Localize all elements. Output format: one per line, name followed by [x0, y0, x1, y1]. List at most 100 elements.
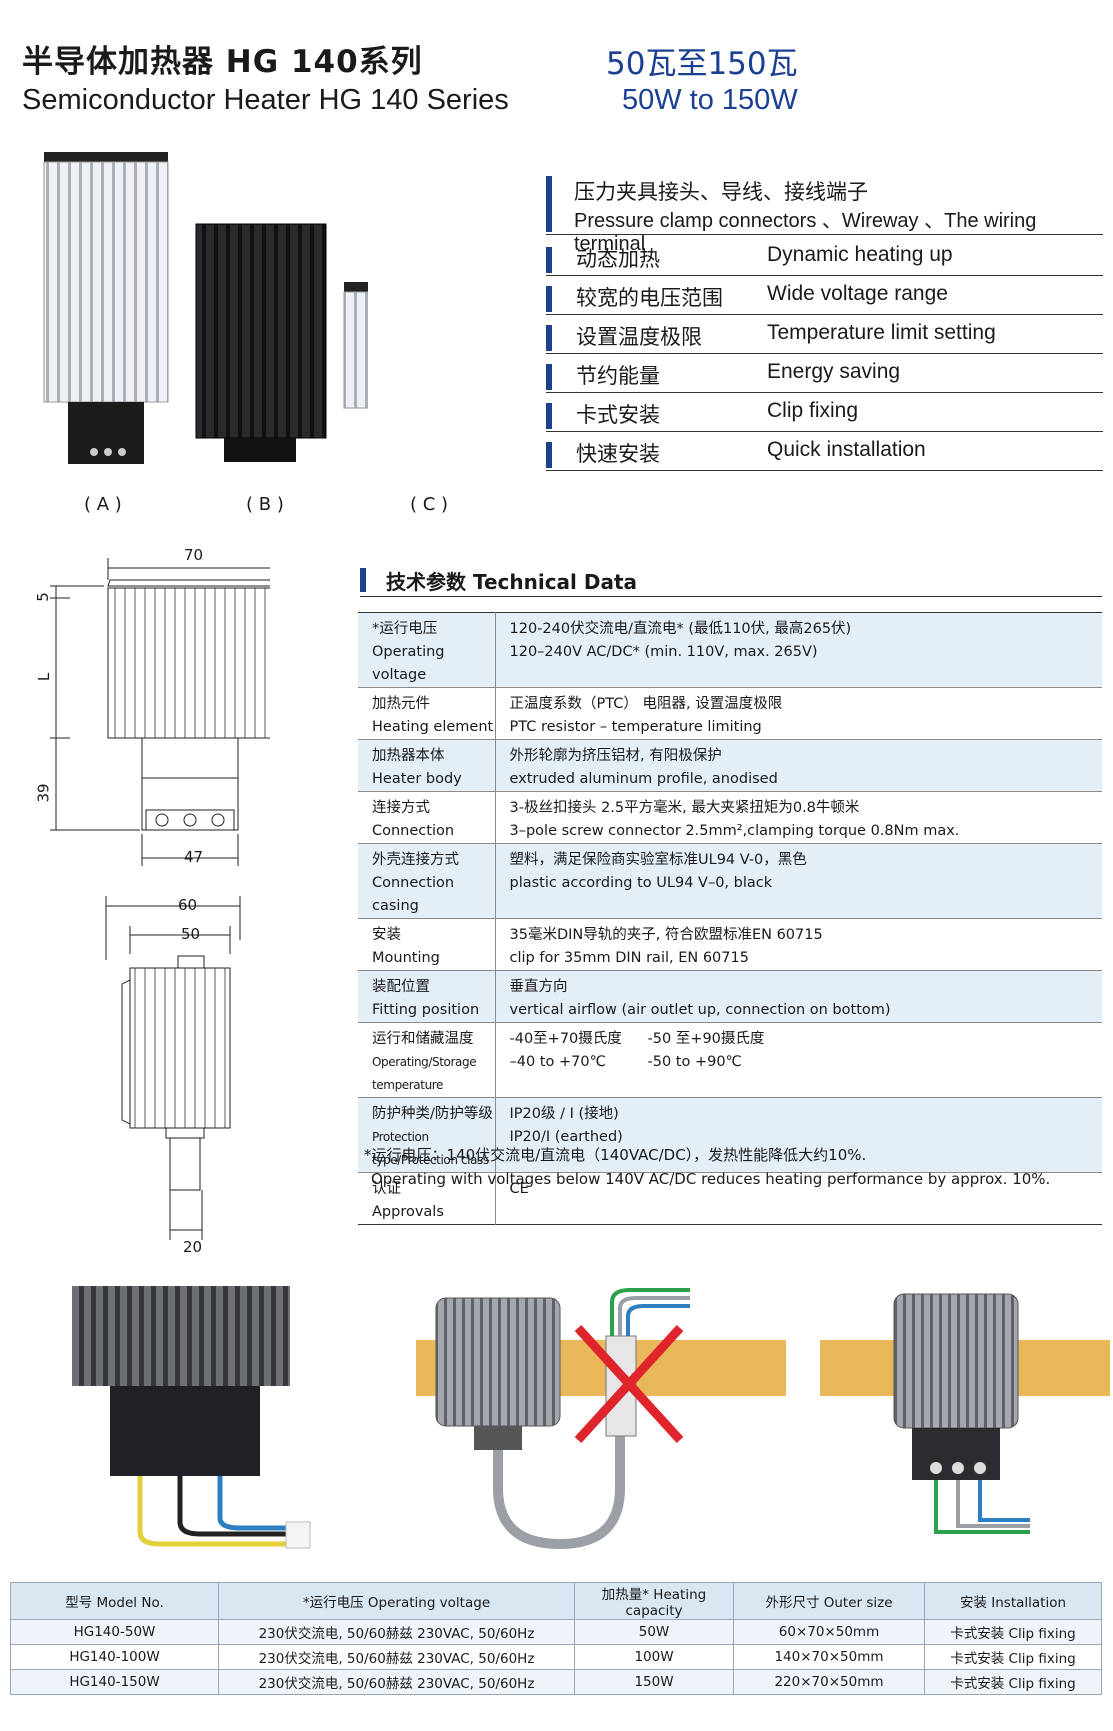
spec-value-cn: 正温度系数（PTC） 电阻器, 设置温度极限: [509, 696, 783, 712]
feature-bar-2: [546, 286, 552, 312]
feature-item: 卡式安装 Clip fixing: [546, 397, 1103, 432]
spec-value-en: plastic according to UL94 V–0, black: [509, 875, 773, 891]
product-label-b: ( B ): [246, 494, 284, 515]
spec-key-en: Heating element: [372, 719, 494, 735]
product-label-c: ( C ): [410, 494, 449, 515]
spec-key-en: Operating voltage: [372, 644, 445, 683]
feature-cn: 较宽的电压范围: [576, 286, 723, 310]
cell-model: HG140-50W: [10, 1619, 219, 1645]
table-row: HG140-100W 230伏交流电, 50/60赫兹 230VAC, 50/6…: [10, 1644, 1102, 1670]
cell-capacity: 150W: [574, 1669, 734, 1695]
spec-key-cn: 外壳连接方式: [372, 852, 459, 868]
model-table: 型号 Model No. *运行电压 Operating voltage 加热量…: [10, 1582, 1102, 1695]
spec-value-cn: -40至+70摄氏度: [509, 1031, 622, 1047]
closeup-connector: [110, 1386, 260, 1476]
table-header-row: 型号 Model No. *运行电压 Operating voltage 加热量…: [10, 1582, 1102, 1620]
cell-capacity: 50W: [574, 1619, 734, 1645]
spec-key-en: Heater body: [372, 771, 462, 787]
cell-size: 220×70×50mm: [733, 1669, 925, 1695]
header-installation: 安装 Installation: [924, 1582, 1102, 1620]
cell-size: 60×70×50mm: [733, 1619, 925, 1645]
spec-value-cn: 垂直方向: [509, 979, 568, 995]
spec-key-en: Protection type/Protection class: [372, 1130, 489, 1167]
cell-size: 140×70×50mm: [733, 1644, 925, 1670]
spec-key-cn: 认证: [372, 1181, 401, 1197]
feature-bar-6: [546, 442, 552, 468]
cell-model: HG140-150W: [10, 1669, 219, 1695]
feature-en: Temperature limit setting: [767, 321, 996, 344]
spec-value-cn: 120-240伏交流电/直流电* (最低110伏, 最高265伏): [509, 621, 852, 637]
dim-side-outer: 60: [178, 896, 198, 914]
page-title-en: Semiconductor Heater HG 140 Series: [22, 84, 509, 116]
header-size: 外形尺寸 Outer size: [733, 1582, 925, 1620]
spec-value-en: extruded aluminum profile, anodised: [509, 771, 778, 787]
tech-data-header: 技术参数 Technical Data: [360, 566, 1102, 597]
spec-value-cn: 35毫米DIN导轨的夹子, 符合欧盟标准EN 60715: [509, 927, 823, 943]
spec-key-cn: 安装: [372, 927, 401, 943]
dim-top: 5: [33, 592, 52, 602]
dim-connector: 47: [184, 848, 204, 866]
feature-cn: 设置温度极限: [576, 325, 702, 349]
spec-value-en: 120–240V AC/DC* (min. 110V, max. 265V): [509, 644, 818, 660]
spec-key-en: Mounting: [372, 950, 440, 966]
spec-key-cn: 加热器本体: [372, 748, 445, 764]
spec-value-cn: 3-极丝扣接头 2.5平方毫米, 最大夹紧扭矩为0.8牛顿米: [509, 800, 860, 816]
table-row: 防护种类/防护等级 Protection type/Protection clas…: [358, 1097, 1102, 1173]
feature-item: 压力夹具接头、导线、接线端子 Pressure clamp connectors…: [546, 172, 1103, 255]
table-row: *运行电压 Operating voltage 120-240伏交流电/直流电* …: [358, 612, 1102, 688]
spec-value-en: –40 to +70℃: [509, 1054, 606, 1070]
cell-voltage: 230伏交流电, 50/60赫兹 230VAC, 50/60Hz: [218, 1669, 575, 1695]
spec-key-en: Fitting position: [372, 1002, 480, 1018]
feature-bar-4: [546, 364, 552, 390]
feature-cn: 动态加热: [576, 247, 660, 271]
spec-value-en: clip for 35mm DIN rail, EN 60715: [509, 950, 749, 966]
cell-installation: 卡式安装 Clip fixing: [924, 1669, 1102, 1695]
feature-bar-3: [546, 325, 552, 351]
feature-cn: 卡式安装: [576, 403, 660, 427]
spec-value-en: PTC resistor – temperature limiting: [509, 719, 762, 735]
feature-cn: 快速安装: [576, 442, 660, 466]
closeup-heatsink: [72, 1286, 290, 1386]
voltage-note-cn: *运行电压：140伏交流电/直流电（140VAC/DC），发热性能降低大约10%…: [364, 1146, 867, 1164]
tech-data-table: *运行电压 Operating voltage 120-240伏交流电/直流电* …: [358, 612, 1102, 1225]
cell-installation: 卡式安装 Clip fixing: [924, 1619, 1102, 1645]
spec-key-cn: 防护种类/防护等级: [372, 1106, 493, 1122]
feature-en: Clip fixing: [767, 399, 859, 422]
spec-value-cn: CE: [509, 1181, 529, 1197]
spec-key-en: Approvals: [372, 1204, 444, 1220]
header-model: 型号 Model No.: [10, 1582, 219, 1620]
table-row: HG140-150W 230伏交流电, 50/60赫兹 230VAC, 50/6…: [10, 1669, 1102, 1695]
heater-wrong: [435, 1297, 561, 1427]
feature-cn: 压力夹具接头、导线、接线端子: [574, 180, 868, 204]
feature-item: 动态加热 Dynamic heating up: [546, 241, 1103, 276]
spec-value-en: -50 to +90℃: [647, 1054, 742, 1070]
header-capacity: 加热量* Heating capacity: [574, 1582, 734, 1620]
feature-bar-0: [546, 176, 552, 232]
dim-side-inner: 50: [181, 925, 201, 943]
header-voltage: *运行电压 Operating voltage: [218, 1582, 575, 1620]
feature-item: 快速安装 Quick installation: [546, 436, 1103, 471]
spec-key-cn: *运行电压: [372, 621, 438, 637]
cell-voltage: 230伏交流电, 50/60赫兹 230VAC, 50/60Hz: [218, 1619, 575, 1645]
dimension-drawings: [50, 558, 270, 1240]
product-photos: [43, 152, 368, 464]
feature-en: Quick installation: [767, 438, 926, 461]
heater-c-body: [343, 291, 368, 409]
drawing-side-body: [129, 967, 231, 1129]
table-row: HG140-50W 230伏交流电, 50/60赫兹 230VAC, 50/60…: [10, 1619, 1102, 1645]
spec-key-en: Connection: [372, 823, 455, 839]
heater-a-body: [43, 161, 169, 403]
spec-key-cn: 连接方式: [372, 800, 430, 816]
cell-model: HG140-100W: [10, 1644, 219, 1670]
page-title-cn: 半导体加热器 HG 140系列: [22, 44, 423, 80]
heater-b-body: [195, 223, 327, 439]
table-row: 安装 Mounting 35毫米DIN导轨的夹子, 符合欧盟标准EN 60715 c…: [358, 918, 1102, 971]
power-range-en: 50W to 150W: [622, 84, 798, 116]
dim-side-connector: 20: [183, 1238, 203, 1256]
spec-key-en: Operating/Storage temperature: [372, 1055, 477, 1092]
power-range-cn: 50瓦至150瓦: [606, 46, 798, 82]
